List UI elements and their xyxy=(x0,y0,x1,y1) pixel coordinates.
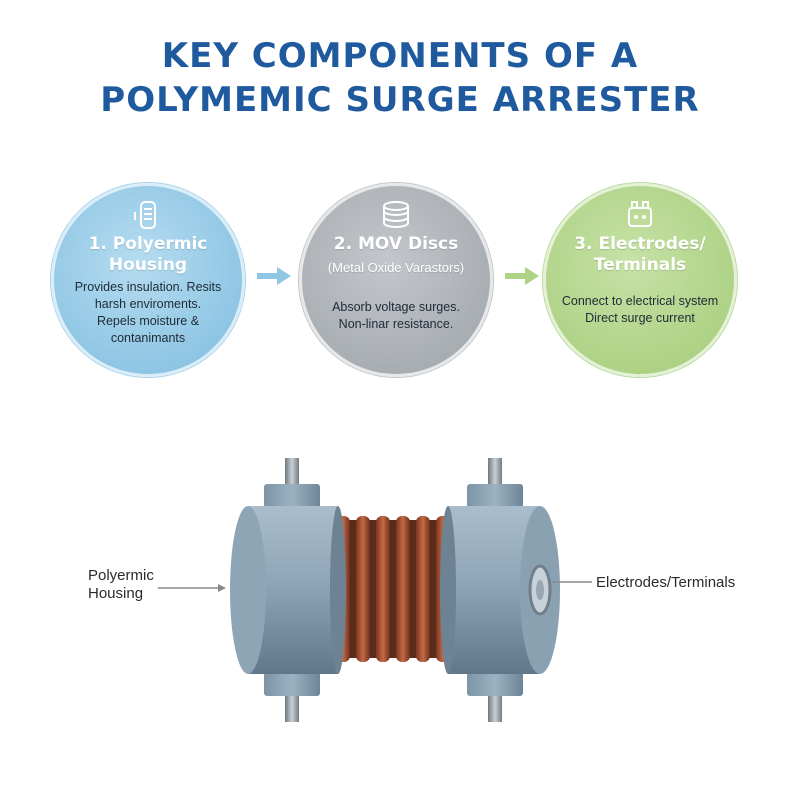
component-description: Provides insulation. Resits harsh enviro… xyxy=(62,279,234,347)
description-line: Non-linar resistance. xyxy=(338,317,454,331)
component-subtitle: (Metal Oxide Varastors) xyxy=(327,260,465,275)
housing-icon xyxy=(134,201,156,229)
electrode-end-cap xyxy=(440,506,560,674)
component-title: 1. Polyermic Housing xyxy=(54,234,242,276)
component-title: 2. MOV Discs xyxy=(333,234,459,254)
description-line: Direct surge current xyxy=(585,311,695,325)
terminal-icon xyxy=(628,201,652,227)
component-card-housing: 1. Polyermic Housing Provides insulation… xyxy=(51,183,245,377)
description-line: Provides insulation. Resits xyxy=(74,280,222,294)
leader-arrowhead xyxy=(218,584,226,592)
component-title-line: 1. Polyermic xyxy=(88,234,208,254)
housing-label: Polyermic Housing xyxy=(88,567,154,603)
terminal-bolt xyxy=(264,672,320,722)
label-line: Polyermic xyxy=(88,567,154,584)
polymeric-housing xyxy=(230,506,346,674)
terminal-bolt xyxy=(467,458,523,508)
arrow-right-icon xyxy=(257,267,291,285)
arrow-right-icon xyxy=(505,267,539,285)
surge-arrester-illustration xyxy=(158,458,592,722)
component-title-line: Housing xyxy=(108,255,188,275)
component-card-mov-discs: 2. MOV Discs (Metal Oxide Varastors) Abs… xyxy=(299,183,493,377)
component-card-electrodes: 3. Electrodes/ Terminals Connect to elec… xyxy=(543,183,737,377)
title-line-1: KEY COMPONENTS OF A xyxy=(161,36,639,76)
label-line: Housing xyxy=(88,585,144,602)
mov-disc-coil xyxy=(330,516,455,662)
electrodes-label: Electrodes/Terminals xyxy=(596,574,736,591)
component-description: Absorb voltage surges. Non-linar resista… xyxy=(310,299,482,333)
description-line: harsh enviroments. xyxy=(94,297,202,311)
description-line: Absorb voltage surges. xyxy=(332,300,460,314)
description-line: Connect to electrical system xyxy=(561,294,719,308)
terminal-bolt xyxy=(467,672,523,722)
description-line: Repels moisture & xyxy=(96,314,200,328)
component-title-line: Terminals xyxy=(593,255,687,275)
component-title-line: 3. Electrodes/ xyxy=(574,234,706,254)
title-line-2: POLYMEMIC SURGE ARRESTER xyxy=(100,80,700,120)
description-line: contanimants xyxy=(110,331,186,345)
component-title: 3. Electrodes/ Terminals xyxy=(546,234,734,276)
terminal-bolt xyxy=(264,458,320,508)
page-title: KEY COMPONENTS OF A POLYMEMIC SURGE ARRE… xyxy=(0,34,800,122)
component-description: Connect to electrical system Direct surg… xyxy=(554,293,726,327)
disc-stack-icon xyxy=(383,201,409,229)
